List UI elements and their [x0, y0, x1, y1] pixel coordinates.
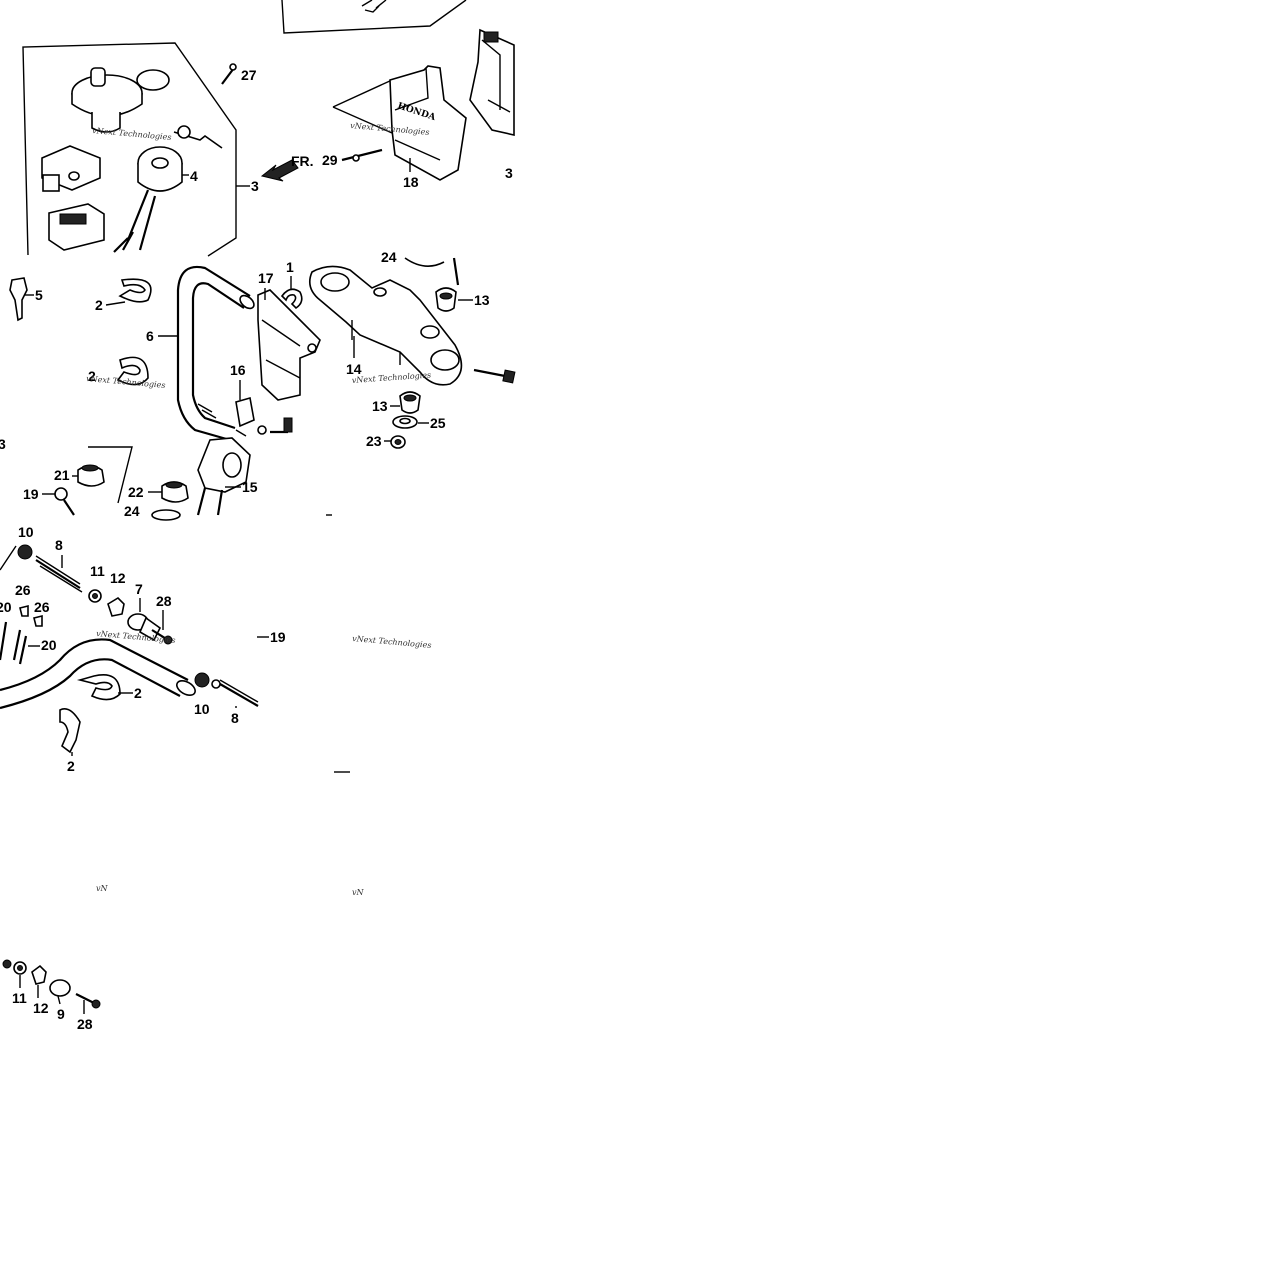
nut-part-10-left	[0, 544, 33, 571]
top-frame	[281, 0, 467, 34]
side-bracket-part	[469, 28, 515, 137]
upper-fragment-24	[404, 257, 460, 286]
cable-clamp-lower-right	[76, 674, 121, 701]
spacer-11-left	[88, 589, 102, 603]
cable-clamp-lower-left	[59, 708, 81, 754]
callout-19b: 19	[270, 629, 286, 645]
top-bridge-part	[309, 265, 463, 386]
callout-28b: 28	[77, 1016, 93, 1032]
bar-end-weight-7	[127, 613, 162, 642]
bar-end-shaft-8-right	[211, 679, 259, 707]
callout-7: 7	[135, 581, 143, 597]
callout-15: 15	[242, 479, 258, 495]
handlebar-lower-holder	[196, 437, 251, 516]
callout-29: 29	[322, 152, 338, 168]
callout-2b: 2	[88, 368, 96, 384]
fr-label: FR.	[291, 153, 314, 169]
callout-24a: 24	[381, 249, 397, 265]
callout-28a: 28	[156, 593, 172, 609]
callout-27: 27	[241, 67, 257, 83]
pinch-bolt-part	[473, 368, 516, 384]
callout-5: 5	[35, 287, 43, 303]
callout-11a: 11	[90, 563, 105, 579]
callout-18: 18	[403, 174, 419, 190]
bar-end-shaft-8-left	[35, 555, 83, 593]
callout-26a: 26	[15, 582, 31, 598]
nut-part-10-right	[194, 672, 210, 688]
callout-3a: 3	[251, 178, 259, 194]
rubber-bushing-lower	[399, 391, 421, 414]
callout-16: 16	[230, 362, 246, 378]
callout-2a: 2	[95, 297, 103, 313]
watermark-8: vN	[352, 888, 365, 897]
callout-8a: 8	[55, 537, 63, 553]
rubber-bushing-upper	[435, 287, 457, 312]
handlebar-lower-part	[0, 638, 196, 710]
callout-24b: 24	[124, 503, 140, 519]
cable-clamp-middle	[116, 356, 149, 386]
callout-10a: 10	[18, 524, 34, 540]
callout-9: 9	[57, 1006, 65, 1022]
callout-23: 23	[366, 433, 382, 449]
cap-nut-box	[77, 446, 133, 504]
divider-mark	[326, 514, 350, 773]
callout-3c: 3	[0, 436, 6, 452]
callout-13b: 13	[372, 398, 388, 414]
callout-20a: 20	[0, 599, 12, 615]
callout-12b: 12	[33, 1000, 49, 1016]
circlip-part	[280, 288, 303, 310]
watermark-5: vNext Technologies	[96, 629, 176, 645]
callout-14: 14	[346, 361, 362, 377]
callout-2c: 2	[134, 685, 142, 701]
ignition-cap-part	[71, 67, 170, 133]
callout-22: 22	[128, 484, 144, 500]
callout-13a: 13	[474, 292, 490, 308]
bolt-part-19-upper	[54, 487, 75, 516]
cable-clamp-upper	[118, 278, 152, 303]
nut-part-23	[390, 435, 406, 449]
cap-nut-22	[161, 481, 189, 503]
switch-cover-part	[48, 203, 105, 251]
lock-bracket-part	[41, 145, 101, 192]
callout-26b: 26	[34, 599, 50, 615]
watermark-6: vNext Technologies	[352, 634, 432, 650]
ignition-switch-box	[22, 42, 237, 257]
callout-11b: 11	[12, 990, 27, 1006]
clip-12-left	[107, 596, 125, 617]
meter-cover-part: HONDA	[332, 65, 467, 181]
watermark-7: vN	[96, 884, 109, 893]
screw-28-left	[151, 629, 173, 645]
washer-part-25	[392, 415, 418, 429]
screws-20	[0, 621, 28, 665]
callout-8b: 8	[231, 710, 239, 726]
watermark-1: vNext Technologies	[92, 126, 172, 142]
callout-17: 17	[258, 270, 274, 286]
callout-21: 21	[54, 467, 70, 483]
front-direction-arrow: FR.	[260, 153, 314, 182]
handlebar-upper-part	[176, 265, 255, 442]
small-screws-26	[19, 604, 43, 627]
callout-12a: 12	[110, 570, 126, 586]
watermark-4: vNext Technologies	[352, 370, 432, 385]
callout-2d: 2	[67, 758, 75, 774]
callout-3b: 3	[505, 165, 513, 181]
callout-25: 25	[430, 415, 446, 431]
callout-6: 6	[146, 328, 154, 344]
callout-1: 1	[286, 259, 294, 275]
callout-19a: 19	[23, 486, 39, 502]
handlebar-holder-upper	[257, 289, 321, 401]
bottom-parts-group	[2, 959, 101, 1014]
callout-4: 4	[190, 168, 198, 184]
callout-10b: 10	[194, 701, 210, 717]
ignition-switch-part	[113, 125, 223, 253]
key-part	[9, 277, 28, 322]
holder-part-16	[235, 396, 293, 435]
washer-24-lower	[151, 509, 181, 521]
callout-20b: 20	[41, 637, 57, 653]
